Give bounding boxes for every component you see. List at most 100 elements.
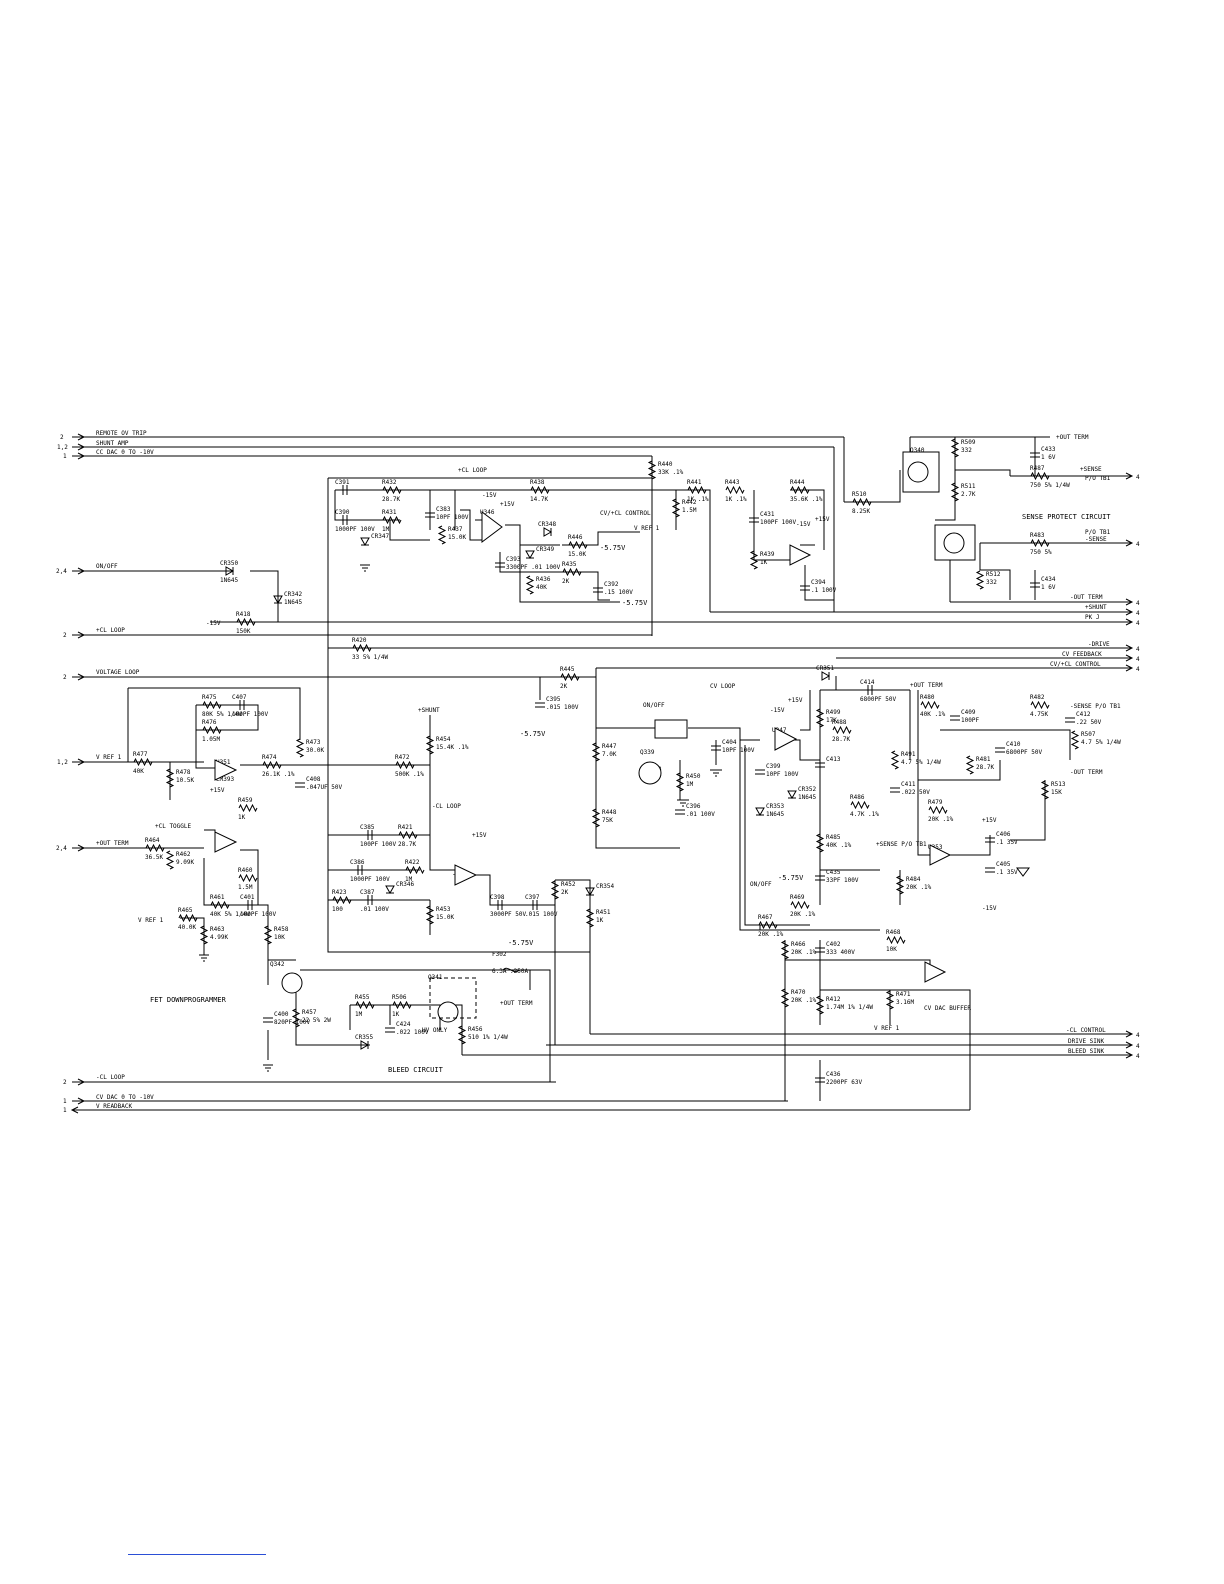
component-value: 1M	[355, 1011, 363, 1018]
component-c394: C394.1 100V	[800, 579, 837, 594]
right-port-pin: 4	[1136, 610, 1140, 617]
resistor-symbol	[832, 725, 852, 735]
component-value: 36.5K	[145, 854, 163, 861]
component-cr346: CR346	[385, 881, 414, 895]
component-ref: R450	[686, 773, 701, 780]
right-port: P/O TB1 -SENSE 4	[980, 529, 1140, 548]
component-ref: R466	[791, 941, 806, 948]
right-port-pin: 4	[1136, 620, 1140, 627]
left-port-pin: 1	[63, 453, 67, 460]
resistor-symbol	[725, 485, 745, 495]
capacitor-symbol	[1030, 452, 1040, 458]
right-port-label: +OUT TERM	[1056, 434, 1089, 441]
capacitor-symbol	[593, 587, 603, 593]
component-ref: R480	[920, 694, 935, 701]
component-value: 332	[986, 579, 997, 586]
left-port: 1 CC DAC 0 TO -10V	[63, 449, 652, 460]
component-c406: C406.1 35V	[985, 831, 1018, 846]
resistor-symbol	[950, 438, 960, 458]
component-value: 1 6V	[1041, 584, 1056, 591]
left-port-pin: 2	[63, 632, 67, 639]
net-pos15v: +15V	[472, 832, 487, 839]
component-value: 4.99K	[210, 934, 228, 941]
resistor-symbol	[671, 498, 681, 518]
right-port-label: -SENSE	[1085, 536, 1107, 543]
component-ref: C404	[722, 739, 737, 746]
capacitor-symbol	[495, 562, 505, 568]
resistor-symbol	[1030, 471, 1050, 481]
ground-symbol	[199, 954, 209, 962]
component-ref: CR347	[371, 533, 389, 540]
component-ref: R442	[682, 499, 697, 506]
component-value: 10PF 100V	[766, 771, 799, 778]
resistor-symbol	[790, 485, 810, 495]
component-value: 33K .1%	[658, 469, 684, 476]
net-sense-tb: +SENSE P/O TB1	[876, 841, 927, 848]
left-port-label: REMOTE OV TRIP	[96, 430, 147, 437]
left-port: 2 REMOTE OV TRIP	[60, 430, 845, 502]
component-value: .01 100V	[686, 811, 715, 818]
component-ref: C399	[766, 763, 781, 770]
component-ref: R412	[826, 996, 841, 1003]
component-ref: C414	[860, 679, 875, 686]
net-shunt: +SHUNT	[418, 707, 440, 714]
component-ref: CR349	[536, 546, 554, 553]
resistor-symbol	[890, 750, 900, 770]
component-value: 8.25K	[852, 508, 870, 515]
component-value: 1N645	[798, 794, 816, 801]
component-value: 1000PF 100V	[335, 526, 375, 533]
cl-loop-top-label: +CL LOOP	[458, 467, 487, 474]
component-ref: C393	[506, 556, 521, 563]
net-pos15v: +15V	[982, 817, 997, 824]
resistor-symbol	[202, 725, 222, 735]
component-ref: R421	[398, 824, 413, 831]
net-neg15v: -15V	[206, 620, 221, 627]
diode-symbol	[273, 595, 283, 605]
component-value: 6800PF 50V	[1006, 749, 1043, 756]
net-neg575v: -5.75V	[600, 544, 626, 552]
component-value: 4.7 5% 1/4W	[1081, 739, 1121, 746]
component-value: 150K	[236, 628, 251, 635]
component-c395: C395.015 100V	[535, 696, 579, 711]
component-ref: C434	[1041, 576, 1056, 583]
cv-cl-control-label: CV/+CL CONTROL	[600, 510, 651, 517]
capacitor-symbol	[263, 1017, 273, 1023]
resistor-symbol	[591, 808, 601, 828]
right-port: -CL CONTROL 4	[590, 1027, 1140, 1039]
resistor-symbol	[525, 575, 535, 595]
component-ref: R435	[562, 561, 577, 568]
right-port: +SHUNT 4	[710, 604, 1140, 617]
net-vref1: V REF 1	[138, 917, 164, 924]
component-ref: R513	[1051, 781, 1066, 788]
component-ref: R431	[382, 509, 397, 516]
component-value: 3000PF 50V	[490, 911, 527, 918]
component-ref: C396	[686, 803, 701, 810]
net-on-off: ON/OFF	[750, 881, 772, 888]
component-ref: R472	[395, 754, 410, 761]
resistor-symbol	[895, 875, 905, 895]
component-value: .022 100V	[396, 1029, 429, 1036]
component-ref: R446	[568, 534, 583, 541]
component-ref: R509	[961, 439, 976, 446]
left-port: 2 -CL LOOP	[63, 1074, 556, 1086]
component-ref: R436	[536, 576, 551, 583]
resistor-symbol	[550, 880, 560, 900]
component-ref: R482	[1030, 694, 1045, 701]
component-ref: C402	[826, 941, 841, 948]
component-value: 17K	[826, 717, 837, 724]
diode-symbol	[543, 527, 553, 537]
component-value: 1.74M 1% 1/4W	[826, 1004, 873, 1011]
sense-transistor	[943, 532, 965, 554]
component-ref: C387	[360, 889, 375, 896]
